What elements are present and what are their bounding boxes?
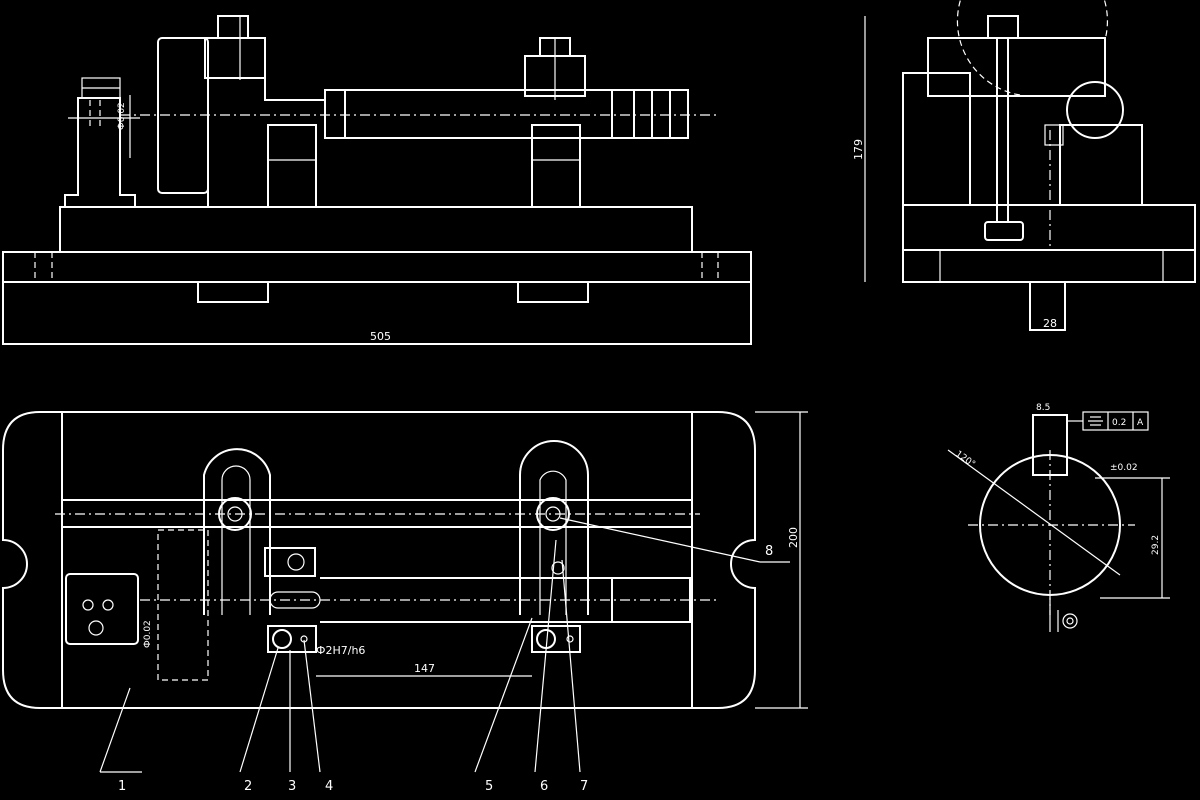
detail-tolerance-value: 0.2: [1112, 418, 1126, 428]
left-nut-block: [204, 37, 266, 79]
shaft-collar-left: [324, 89, 346, 139]
left-clamp-plate: [203, 448, 271, 615]
detail-view: 0.2 A 8.5 120° 29.2 ±0.02: [947, 403, 1170, 632]
body-block: [59, 206, 693, 252]
fit-annotation: Ф2H7/h6: [316, 644, 365, 657]
foot-right: [517, 282, 589, 303]
left-clamp-bolt: [218, 497, 252, 531]
pin-block-bottom: [267, 625, 317, 653]
part-number-2: 2: [244, 779, 252, 794]
pin-block-top: [264, 547, 316, 577]
detail-width: 8.5: [1036, 403, 1050, 413]
top-body: [61, 411, 693, 709]
side-arc: [956, 0, 1108, 96]
part-number-7: 7: [580, 779, 588, 794]
dim-side-height: 179: [852, 139, 865, 160]
side-body: [902, 72, 971, 206]
tolerance-front: Ф0.02: [117, 102, 127, 130]
side-view: 179 28: [852, 0, 1196, 331]
gauge-block: [65, 573, 139, 645]
shaft-collar-right: [611, 89, 635, 139]
dim-slot-width: 28: [1043, 317, 1057, 330]
top-base-plate: [1, 411, 756, 709]
right-clamp-plate: [519, 440, 589, 615]
part-number-3: 3: [288, 779, 296, 794]
left-support: [267, 124, 317, 208]
top-view: 147 Ф2H7/h6 Ф0.02 200: [1, 411, 808, 773]
side-workpiece: [1066, 81, 1124, 139]
left-nut: [217, 15, 249, 39]
part-number-6: 6: [540, 779, 548, 794]
tolerance-top: Ф0.02: [143, 620, 153, 648]
part-number-5: 5: [485, 779, 493, 794]
part-labels: 1 2 3 4 5 6 7 8: [118, 544, 773, 794]
part-number-8: 8: [765, 544, 773, 559]
base-flange: [2, 251, 752, 283]
right-support: [531, 124, 581, 208]
side-key: [1029, 281, 1066, 331]
dim-overall-length: 505: [370, 330, 391, 343]
side-nut: [987, 15, 1019, 39]
dim-center-distance: 147: [414, 662, 435, 675]
side-bolt-head: [984, 221, 1024, 241]
detail-angle: 120°: [953, 449, 977, 470]
right-pin-block: [531, 625, 581, 653]
part-number-4: 4: [325, 779, 333, 794]
detail-datum: A: [1137, 418, 1144, 428]
dim-width: 200: [787, 527, 800, 548]
part-number-1: 1: [118, 779, 126, 794]
detail-position: ±0.02: [1110, 463, 1138, 473]
front-view: 505 Ф0.02: [2, 15, 752, 345]
right-clamp-bolt: [536, 497, 570, 531]
side-base: [902, 249, 1196, 283]
detail-height: 29.2: [1151, 535, 1161, 555]
foot-left: [197, 282, 269, 303]
